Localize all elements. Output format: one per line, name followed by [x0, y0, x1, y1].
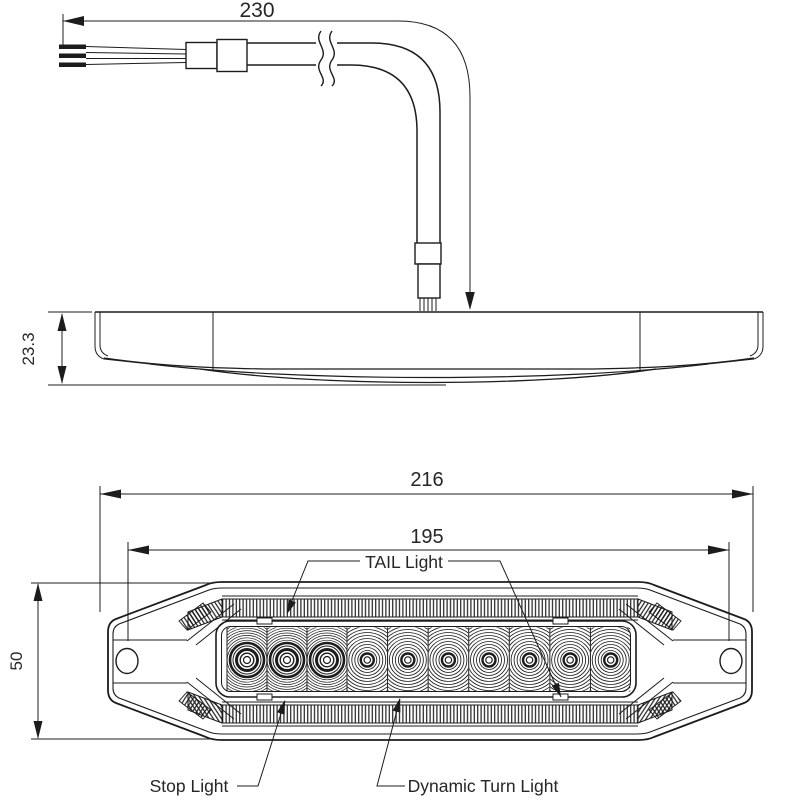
wire-tip — [59, 62, 86, 67]
dim-arrow-up — [57, 313, 67, 331]
housing-outline — [107, 581, 753, 741]
tail-light-strip-bottom — [187, 691, 673, 727]
dimension-width-inner: 195 — [127, 526, 730, 641]
dim-arrow-down — [57, 366, 67, 384]
dim-arrow-down — [465, 292, 475, 310]
dimension-front-height: 50 — [7, 582, 210, 740]
lens-frame — [215, 620, 637, 698]
turn-led — [591, 627, 631, 692]
dim-arrow-left — [63, 16, 84, 26]
dim-text-cable-length: 230 — [239, 0, 274, 22]
wire-tip — [59, 53, 86, 58]
dimension-width-outer: 216 — [99, 469, 754, 612]
side-view: 23.3 — [19, 311, 764, 386]
turn-led — [428, 627, 469, 692]
mounting-hole-right — [719, 647, 743, 675]
label-dynamic-turn-light: Dynamic Turn Light — [408, 776, 559, 796]
cable-wires — [59, 44, 187, 67]
side-body-bottom — [103, 357, 755, 370]
lamp-connector — [414, 242, 442, 311]
dim-text-side-height: 23.3 — [19, 332, 38, 365]
turn-led — [347, 627, 387, 692]
mounting-hole-left — [115, 647, 139, 675]
dim-text-width-outer: 216 — [410, 469, 443, 491]
cable — [247, 30, 441, 243]
cable-break-symbol — [318, 30, 324, 87]
turn-led — [509, 627, 550, 692]
stop-led — [227, 627, 267, 692]
led-array — [226, 627, 631, 692]
label-tail-light: TAIL Light — [365, 552, 443, 572]
turn-led — [550, 627, 590, 692]
label-stop-light: Stop Light — [150, 776, 229, 796]
callout-dynamic-turn-light: Dynamic Turn Light — [376, 698, 559, 796]
wire-tip — [59, 44, 86, 49]
turn-led — [388, 627, 428, 692]
callout-tail-light: TAIL Light — [286, 552, 562, 698]
tail-light-strip-top — [187, 595, 673, 631]
cable-view: 230 — [59, 0, 475, 311]
turn-led — [469, 627, 509, 692]
side-lens-curve — [199, 368, 657, 384]
stop-led — [267, 627, 307, 692]
dim-text-front-height: 50 — [7, 652, 26, 671]
dimension-cable-length: 230 — [62, 0, 475, 310]
dimension-side-height: 23.3 — [19, 311, 446, 386]
callout-stop-light: Stop Light — [150, 700, 286, 796]
led-cell-dividers — [226, 627, 591, 692]
side-lens-curve — [149, 363, 709, 379]
stop-led — [307, 627, 347, 692]
cable-break-symbol — [329, 30, 335, 87]
wire-connector — [185, 38, 248, 73]
dim-text-width-inner: 195 — [410, 526, 443, 548]
front-view: 216 195 50 — [7, 469, 754, 796]
housing-inner-outline — [112, 587, 747, 735]
